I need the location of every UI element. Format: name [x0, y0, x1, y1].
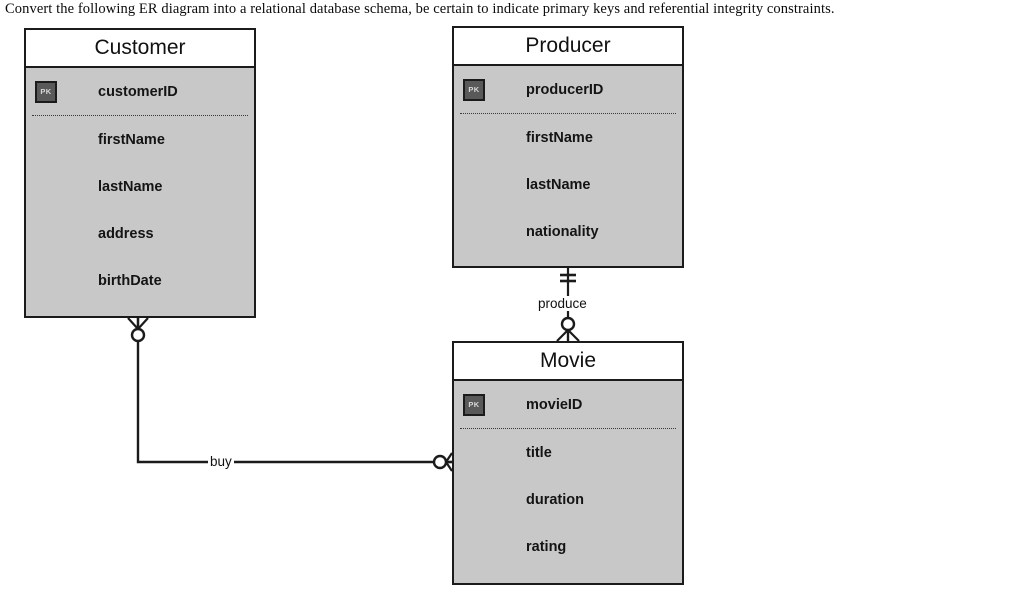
entity-customer-title: Customer — [26, 30, 254, 68]
attribute-row[interactable]: lastName — [26, 163, 254, 210]
entity-movie[interactable]: Movie PK movieID title duration rating — [452, 341, 684, 585]
attribute-row[interactable]: firstName — [454, 114, 682, 161]
attribute-label: address — [98, 225, 154, 242]
cardinality-zero-or-many-movie-produce — [556, 316, 580, 342]
attribute-label: customerID — [98, 83, 178, 100]
attribute-label: nationality — [526, 223, 599, 240]
attribute-label: lastName — [98, 178, 163, 195]
pk-separator — [460, 113, 676, 114]
attribute-label: producerID — [526, 81, 604, 98]
attribute-row[interactable]: birthDate — [26, 257, 254, 304]
attribute-label: movieID — [526, 396, 583, 413]
pk-separator — [460, 428, 676, 429]
entity-producer-title: Producer — [454, 28, 682, 66]
attribute-row-customer-pk[interactable]: PK customerID — [26, 68, 254, 115]
prompt-text: Convert the following ER diagram into a … — [5, 1, 835, 17]
attribute-label: title — [526, 444, 552, 461]
attribute-label: firstName — [526, 129, 593, 146]
relationship-label-buy: buy — [208, 454, 234, 469]
entity-producer[interactable]: Producer PK producerID firstName lastNam… — [452, 26, 684, 268]
attribute-row[interactable]: lastName — [454, 161, 682, 208]
relationship-label-produce: produce — [536, 296, 589, 311]
cardinality-exactly-one-producer — [560, 273, 576, 283]
attribute-row[interactable]: duration — [454, 476, 682, 523]
entity-customer-body: PK customerID firstName lastName address… — [26, 68, 254, 304]
pk-badge-icon: PK — [463, 393, 485, 416]
attribute-row[interactable]: title — [454, 429, 682, 476]
cardinality-zero-or-many-movie-buy — [432, 452, 453, 472]
attribute-row-movie-pk[interactable]: PK movieID — [454, 381, 682, 428]
attribute-row[interactable]: firstName — [26, 116, 254, 163]
pk-badge-icon: PK — [463, 78, 485, 101]
attribute-row[interactable]: rating — [454, 523, 682, 570]
cardinality-zero-or-many-customer-buy — [127, 317, 149, 343]
attribute-label: firstName — [98, 131, 165, 148]
attribute-row[interactable]: nationality — [454, 208, 682, 255]
pk-separator — [32, 115, 248, 116]
entity-movie-body: PK movieID title duration rating — [454, 381, 682, 570]
attribute-row-producer-pk[interactable]: PK producerID — [454, 66, 682, 113]
attribute-label: duration — [526, 491, 584, 508]
attribute-row[interactable]: address — [26, 210, 254, 257]
entity-customer[interactable]: Customer PK customerID firstName lastNam… — [24, 28, 256, 318]
attribute-label: lastName — [526, 176, 591, 193]
attribute-label: rating — [526, 538, 567, 555]
entity-movie-title: Movie — [454, 343, 682, 381]
pk-badge-icon: PK — [35, 80, 57, 103]
entity-producer-body: PK producerID firstName lastName nationa… — [454, 66, 682, 255]
buy-connector-line — [136, 318, 452, 464]
attribute-label: birthDate — [98, 272, 162, 289]
